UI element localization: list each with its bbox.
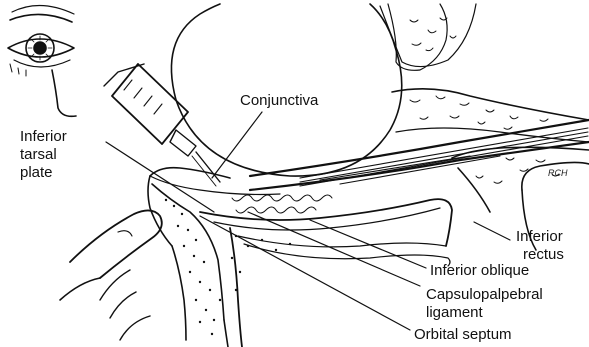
inferior-rectus-muscle [250,120,589,190]
label-inferior-tarsal-plate-2: tarsal [20,146,57,163]
label-capsulopalpebral-2: ligament [426,304,483,321]
leader-inferior-rectus [474,222,510,240]
label-orbital-septum: Orbital septum [414,326,512,343]
syringe-icon [104,64,220,186]
leader-capsulopalpebral [248,212,420,286]
label-inferior-oblique: Inferior oblique [430,262,529,279]
artist-signature: RCH [548,168,568,178]
label-conjunctiva: Conjunctiva [240,92,318,109]
leader-orbital-septum [200,216,410,330]
eye-icon [8,5,76,116]
leader-inferior-oblique [310,220,426,268]
tarsal-and-maxilla [152,184,450,347]
label-inferior-rectus-1: Inferior [516,228,563,245]
label-capsulopalpebral-1: Capsulopalpebral [426,286,543,303]
label-inferior-tarsal-plate-3: plate [20,164,53,181]
finger-icon [60,210,162,340]
leader-tarsal-plate [106,142,214,212]
label-inferior-rectus-2: rectus [523,246,564,263]
label-inferior-tarsal-plate-1: Inferior [20,128,67,145]
leader-conjunctiva [212,112,262,178]
